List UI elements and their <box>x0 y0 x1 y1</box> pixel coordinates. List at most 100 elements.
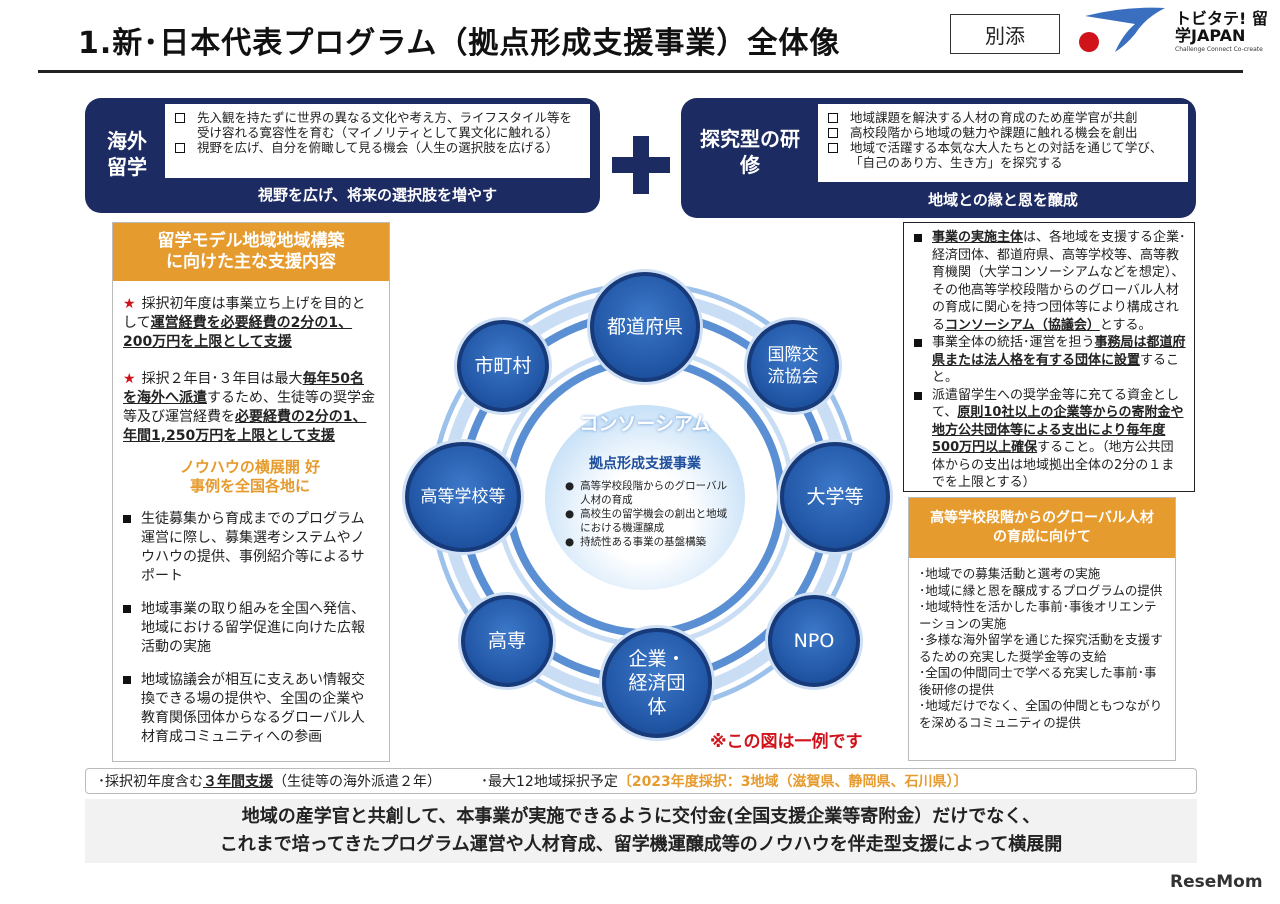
overseas-heading: 海外留学 <box>107 129 147 179</box>
item-text: 生徒募集から育成までのプログラム運営に際し、募集選考システムやノウハウの提供、事… <box>141 511 365 584</box>
text-segment: 採択２年目･３年目は最大 <box>141 371 303 387</box>
text-segment: とする。 <box>1099 317 1152 333</box>
rich-text: 採択初年度は事業立ち上げを目的として運営経費を必要経費の2分の1、200万円を上… <box>123 296 366 350</box>
node-business: 企業・経済団体 <box>602 628 712 738</box>
example-note: ※この図は一例です <box>710 732 863 752</box>
item-text: 地域特性を活かした事前･事後オリエンテーションの実施 <box>919 599 1157 631</box>
text-segment: すること。（地方公共団体からの支出は地域拠出全体の2分の１までを上限とする） <box>932 440 1175 490</box>
item-text: 高等学校段階からのグローバル人材の育成 <box>580 480 728 506</box>
list-item: ･全国の仲間同士で学べる充実した事前･事後研修の提供 <box>919 665 1157 697</box>
text-segment: 採択初年度は事業立ち上げを目的として <box>123 296 366 331</box>
star-item: ★採択初年度は事業立ち上げを目的として運営経費を必要経費の2分の1、200万円を… <box>123 295 377 352</box>
consortium-label: コンソーシアム <box>579 413 711 435</box>
support-years: ３年間支援 <box>203 774 273 790</box>
support-prefix: ･採択初年度含む <box>98 774 203 790</box>
rich-text: 派遣留学生への奨学金等に充てる資金として、原則10社以上の企業等からの寄附金や地… <box>932 387 1186 492</box>
list-item: ●持続性ある事業の基盤構築 <box>565 536 707 548</box>
star-item: ★採択２年目･３年目は最大毎年50名を海外へ派遣するため、生徒等の奨学金等及び運… <box>123 370 377 446</box>
list-item: 地域で活躍する本気な大人たちとの対話を通じて学び、「自己のあり方、生き方」を探究… <box>828 140 1178 170</box>
list-item: 地域課題を解決する人材の育成のため産学官が共創 <box>828 110 1178 125</box>
node-kosen: 高専 <box>461 595 553 687</box>
summary-line-2: これまで培ってきたプログラム運営や人材育成、留学機運醸成等のノウハウを伴走型支援… <box>219 834 1063 855</box>
page-title: 1.新･日本代表プログラム（拠点形成支援事業）全体像 <box>78 26 841 61</box>
node-municipality: 市町村 <box>457 320 549 412</box>
inquiry-heading: 探究型の研修 <box>700 127 800 177</box>
resemom-watermark: ReseMom <box>1170 872 1263 892</box>
support-suffix: （生徒等の海外派遣２年） <box>273 774 441 790</box>
item-text: 全国の仲間同士で学べる充実した事前･事後研修の提供 <box>919 665 1157 697</box>
list-item: 地域協議会が相互に支えあい情報交換できる場の提供や、全国の企業や教育関係団体から… <box>123 671 377 747</box>
attachment-label: 別添 <box>950 14 1060 54</box>
node-high-school: 高等学校等 <box>405 442 521 552</box>
center-list: ●高等学校段階からのグローバル人材の育成 ●高校生の留学機会の創出と地域における… <box>565 479 735 549</box>
item-text: 地域事業の取り組みを全国へ発信、地域における留学促進に向けた広報活動の実施 <box>141 601 365 655</box>
tobitate-logo: トビタテ! 留学JAPAN Challenge Connect Co-creat… <box>1075 6 1275 56</box>
item-text: 高校段階から地域の魅力や課題に触れる機会を創出 <box>850 125 1138 140</box>
item-text: 地域で活躍する本気な大人たちとの対話を通じて学び、「自己のあり方、生き方」を探究… <box>850 140 1163 170</box>
node-npo: NPO <box>768 595 860 687</box>
item-text: 地域協議会が相互に支えあい情報交換できる場の提供や、全国の企業や教育関係団体から… <box>141 672 365 745</box>
list-item: ･地域での募集活動と選考の実施 <box>919 566 1101 581</box>
list-item: ●高等学校段階からのグローバル人材の育成 <box>565 479 735 507</box>
support-heading: 留学モデル地域地域構築に向けた主な支援内容 <box>113 223 389 281</box>
inquiry-footer: 地域との縁と恩を醸成 <box>928 191 1078 209</box>
emphasis-text: 運営経費を必要経費の2分の1、200万円を上限として支援 <box>123 315 353 350</box>
overseas-footer: 視野を広げ、将来の選択肢を増やす <box>258 186 497 204</box>
list-item: ･地域特性を活かした事前･事後オリエンテーションの実施 <box>919 599 1157 631</box>
list-item: 派遣留学生への奨学金等に充てる資金として、原則10社以上の企業等からの寄附金や地… <box>914 387 1186 492</box>
star-icon: ★ <box>123 296 136 312</box>
emphasis-text: 原則10社以上の企業等からの寄附金や地方公共団体等による支出により毎年度500万… <box>932 405 1184 455</box>
support-summary-bar: ･採択初年度含む ３年間支援 （生徒等の海外派遣２年） ･最大12地域採択予定 … <box>85 768 1197 794</box>
emphasis-text: 必要経費の2分の1、年間1,250万円を上限として支援 <box>123 409 367 444</box>
node-intl-exchange: 国際交流協会 <box>747 320 839 412</box>
item-text: 高校生の留学機会の創出と地域における機運醸成 <box>580 508 728 534</box>
star-icon: ★ <box>123 371 136 387</box>
rich-text: 事業全体の統括･運営を担う事務局は都道府県または法人格を有する団体に設置すること… <box>932 334 1186 387</box>
item-text: 地域課題を解決する人材の育成のため産学官が共創 <box>850 110 1138 125</box>
item-text: 地域だけでなく、全国の仲間ともつながりを深めるコミュニティの提供 <box>919 698 1163 730</box>
max-regions: ･最大12地域採択予定 <box>481 774 618 790</box>
global-talent-heading: 高等学校段階からのグローバル人材の育成に向けて <box>909 498 1175 558</box>
list-item: ･地域だけでなく、全国の仲間ともつながりを深めるコミュニティの提供 <box>919 698 1163 730</box>
title-divider <box>38 70 1243 73</box>
outer-ring <box>440 292 850 702</box>
emphasis-text: 事務局は都道府県または法人格を有する団体に設置 <box>932 335 1186 368</box>
inquiry-list: 地域課題を解決する人材の育成のため産学官が共創 高校段階から地域の魅力や課題に触… <box>818 104 1188 182</box>
emphasis-text: 毎年50名を海外へ派遣 <box>123 371 365 406</box>
knowhow-subheading: ノウハウの横展開 好事例を全国各地に <box>179 458 321 495</box>
support-content-panel: 留学モデル地域地域構築に向けた主な支援内容 ★採択初年度は事業立ち上げを目的とし… <box>112 222 390 762</box>
logo-tagline: Challenge Connect Co-create <box>1175 46 1263 53</box>
global-talent-list: ･地域での募集活動と選考の実施 ･地域に縁と恩を醸成するプログラムの提供 ･地域… <box>909 558 1175 731</box>
overseas-list: 先入観を持たずに世界の異なる文化や考え方、ライフスタイル等を受け容れる寛容性を育… <box>165 104 590 178</box>
implementation-panel: 事業の実施主体は、各地域を支援する企業･経済団体、都道府県、高等学校等、高等教育… <box>903 222 1195 492</box>
bird-logo-icon <box>1079 7 1165 52</box>
list-item: 生徒募集から育成までのプログラム運営に際し、募集選考システムやノウハウの提供、事… <box>123 510 377 586</box>
item-text: 地域に縁と恩を醸成するプログラムの提供 <box>925 582 1163 598</box>
item-text: 持続性ある事業の基盤構築 <box>580 536 707 548</box>
inquiry-training-box: 探究型の研修 地域課題を解決する人材の育成のため産学官が共創 高校段階から地域の… <box>681 98 1196 218</box>
text-segment: するため、生徒等の奨学金等及び運営経費を <box>123 390 375 425</box>
item-text: 先入観を持たずに世界の異なる文化や考え方、ライフスタイル等を受け容れる寛容性を育… <box>197 110 573 140</box>
node-university: 大学等 <box>780 442 890 552</box>
list-item: 先入観を持たずに世界の異なる文化や考え方、ライフスタイル等を受け容れる寛容性を育… <box>175 110 580 140</box>
item-text: 地域での募集活動と選考の実施 <box>925 566 1101 581</box>
list-item: 高校段階から地域の魅力や課題に触れる機会を創出 <box>828 125 1178 140</box>
adopted-regions: 〔2023年度採択：3地域（滋賀県、静岡県、石川県）〕 <box>617 774 968 790</box>
list-item: 地域事業の取り組みを全国へ発信、地域における留学促進に向けた広報活動の実施 <box>123 600 377 657</box>
rich-text: 採択２年目･３年目は最大毎年50名を海外へ派遣するため、生徒等の奨学金等及び運営… <box>123 371 375 444</box>
overseas-study-box: 海外留学 先入観を持たずに世界の異なる文化や考え方、ライフスタイル等を受け容れる… <box>85 98 600 213</box>
text-segment: 事業全体の統括･運営を担う <box>932 335 1095 350</box>
list-item: ･地域に縁と恩を醸成するプログラムの提供 <box>919 582 1163 598</box>
item-text: 視野を広げ、自分を俯瞰して見る機会（人生の選択肢を広げる） <box>197 140 559 155</box>
summary-line-1: 地域の産学官と共創して、本事業が実施できるように交付金(全国支援企業等寄附金）だ… <box>241 806 1041 827</box>
text-segment: 派遣留学生への奨学金等に充てる資金として、 <box>932 387 1180 421</box>
support-star-list: ★採択初年度は事業立ち上げを目的として運営経費を必要経費の2分の1、200万円を… <box>113 281 389 747</box>
center-title: 拠点形成支援事業 <box>589 456 701 472</box>
list-item: 事業の実施主体は、各地域を支援する企業･経済団体、都道府県、高等学校等、高等教育… <box>914 229 1186 334</box>
node-prefecture: 都道府県 <box>590 272 700 382</box>
list-item: ●高校生の留学機会の創出と地域における機運醸成 <box>565 507 735 535</box>
consortium-center: コンソーシアム 拠点形成支援事業 ●高等学校段階からのグローバル人材の育成 ●高… <box>545 405 745 590</box>
list-item: 視野を広げ、自分を俯瞰して見る機会（人生の選択肢を広げる） <box>175 140 580 155</box>
logo-text: トビタテ! 留学JAPAN <box>1175 9 1268 45</box>
global-talent-panel: 高等学校段階からのグローバル人材の育成に向けて ･地域での募集活動と選考の実施 … <box>908 497 1176 761</box>
